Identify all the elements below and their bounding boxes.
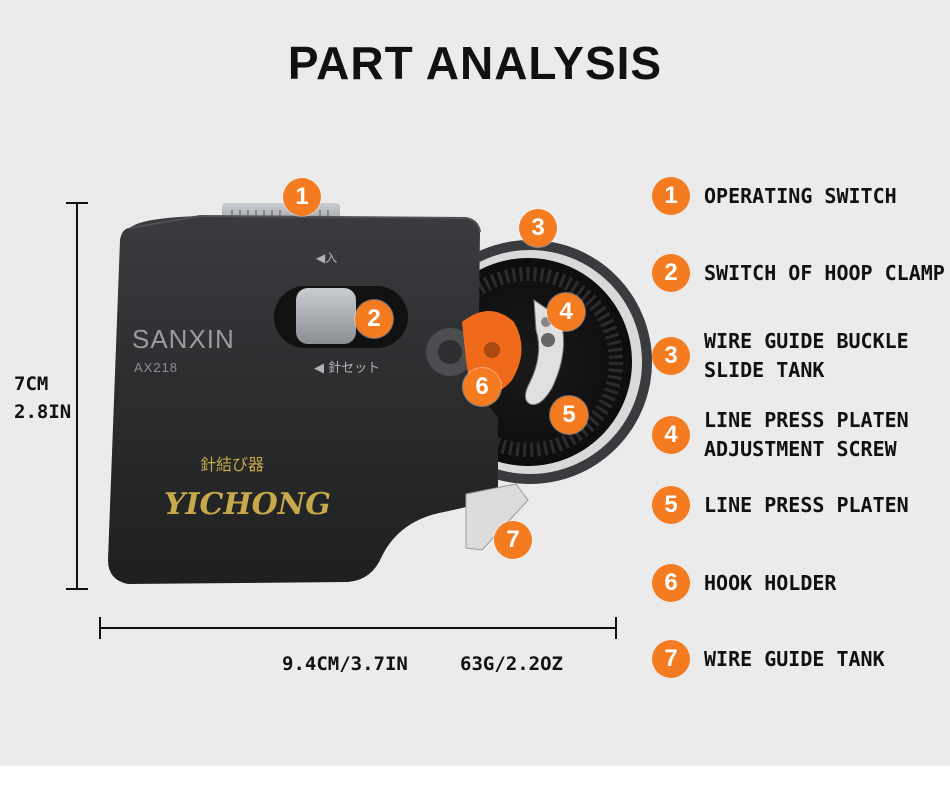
legend-label: LINE PRESS PLATEN [704, 492, 909, 517]
legend-badge: 2 [652, 254, 690, 292]
legend-badge: 4 [652, 416, 690, 454]
product-name-jp: 針結び器 [200, 455, 264, 474]
legend-badge: 6 [652, 564, 690, 602]
legend-label: SWITCH OF HOOP CLAMP [704, 260, 945, 285]
callout-2: 2 [355, 300, 393, 338]
legend-item-line-press-platen: 5 LINE PRESS PLATEN [652, 486, 909, 524]
weight-label: 63G/2.2OZ [460, 653, 563, 675]
legend-badge: 3 [652, 337, 690, 375]
legend-item-hook-holder: 6 HOOK HOLDER [652, 564, 836, 602]
device-body [108, 216, 498, 584]
callout-7: 7 [494, 521, 532, 559]
legend-label: OPERATING SWITCH [704, 183, 897, 208]
legend-label: LINE PRESS PLATEN ADJUSTMENT SCREW [704, 408, 909, 461]
callout-6: 6 [463, 368, 501, 406]
brand-text: SANXIN [132, 324, 235, 354]
height-dimension-cap-top [66, 202, 88, 204]
logo-text: YICHONG [164, 487, 331, 522]
legend-label: WIRE GUIDE BUCKLE SLIDE TANK [704, 329, 909, 382]
height-dimension-cap-bottom [66, 588, 88, 590]
model-text: AX218 [134, 360, 178, 375]
legend-item-hoop-clamp-switch: 2 SWITCH OF HOOP CLAMP [652, 254, 945, 292]
hoop-clamp-switch [296, 288, 356, 344]
page-title: PART ANALYSIS [287, 37, 663, 89]
callout-3: 3 [519, 209, 557, 247]
legend-item-wire-guide-buckle: 3 WIRE GUIDE BUCKLE SLIDE TANK [652, 327, 909, 385]
legend-item-platen-adjustment-screw: 4 LINE PRESS PLATEN ADJUSTMENT SCREW [652, 406, 909, 464]
width-dimension-line [99, 627, 617, 629]
callout-4: 4 [547, 293, 585, 331]
height-in-label: 2.8IN [14, 401, 72, 423]
label-set: ◀ 針セット [314, 361, 380, 376]
label-in: ◀入 [316, 251, 337, 265]
legend-item-wire-guide-tank: 7 WIRE GUIDE TANK [652, 640, 885, 678]
callout-1: 1 [283, 178, 321, 216]
legend-badge: 1 [652, 177, 690, 215]
width-dimension-cap-left [99, 617, 101, 639]
callout-5: 5 [550, 396, 588, 434]
width-label: 9.4CM/3.7IN [282, 653, 408, 675]
width-dimension-cap-right [615, 617, 617, 639]
legend-badge: 5 [652, 486, 690, 524]
legend-label: WIRE GUIDE TANK [704, 646, 885, 671]
legend-label: HOOK HOLDER [704, 570, 837, 595]
height-dimension-line [76, 202, 78, 590]
legend-badge: 7 [652, 640, 690, 678]
height-cm-label: 7CM [14, 373, 49, 395]
legend-item-operating-switch: 1 OPERATING SWITCH [652, 177, 897, 215]
